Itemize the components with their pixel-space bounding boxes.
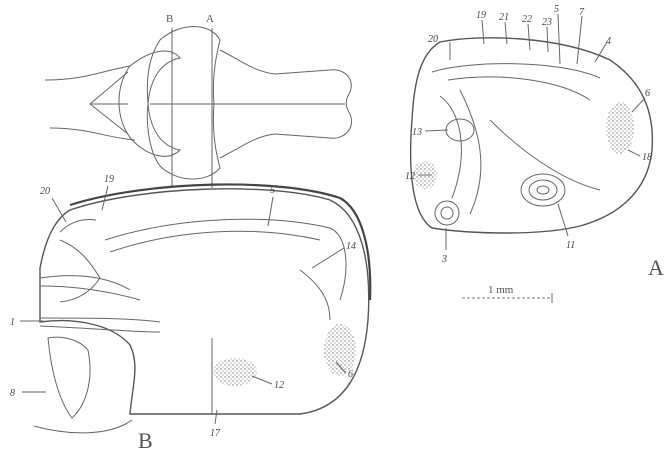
leader-a5 xyxy=(558,14,560,64)
leader-a19 xyxy=(482,20,484,44)
label-b-19: 19 xyxy=(104,174,114,185)
scale-bar-label: 1 mm xyxy=(488,284,514,296)
label-a-19: 19 xyxy=(476,10,486,21)
label-b-6: 6 xyxy=(348,369,353,380)
section-b-fiber-hook xyxy=(60,240,100,302)
leader-a13 xyxy=(425,130,448,131)
label-a-11: 11 xyxy=(566,240,575,251)
section-b-drawing: 19 20 5 14 1 6 8 12 17 B xyxy=(10,174,370,453)
section-a-inner-arc xyxy=(432,64,600,78)
section-b-fiber-14 xyxy=(300,270,330,320)
label-b-1: 1 xyxy=(10,317,15,328)
section-b-arc-2 xyxy=(110,231,320,252)
panel-b-letter: B xyxy=(138,428,153,453)
label-b-12: 12 xyxy=(274,380,284,391)
label-a-3: 3 xyxy=(441,254,447,265)
label-a-5: 5 xyxy=(554,4,559,15)
section-a-drawing: 19 21 22 23 5 7 4 6 20 13 12 18 3 11 1 m… xyxy=(405,4,664,303)
label-a-21: 21 xyxy=(499,12,509,23)
section-b-lobe-8 xyxy=(48,337,90,418)
leader-b14 xyxy=(312,248,344,268)
section-b-fiber-1 xyxy=(40,276,130,290)
nucleus-11-outer xyxy=(521,174,565,206)
brain-dorsal-view: B A xyxy=(45,13,352,188)
nucleus-3-inner xyxy=(441,207,453,219)
leader-b20 xyxy=(52,198,66,222)
leader-a18 xyxy=(628,150,640,156)
label-a-20: 20 xyxy=(428,34,438,45)
leader-b12 xyxy=(252,376,272,384)
nucleus-11-inner xyxy=(537,186,549,194)
label-a-18: 18 xyxy=(642,152,652,163)
label-a-13: 13 xyxy=(412,127,422,138)
section-b-fiber-2 xyxy=(40,286,140,300)
section-b-nucleus-12 xyxy=(213,358,257,386)
leader-b19 xyxy=(102,186,108,210)
leader-a7 xyxy=(577,16,582,64)
section-a-fiber-1 xyxy=(440,96,461,198)
section-b-label: B xyxy=(166,13,173,25)
panel-a-letter: A xyxy=(648,255,664,280)
leader-b5 xyxy=(268,197,273,226)
leader-a6 xyxy=(632,98,645,112)
leader-a22 xyxy=(528,24,530,50)
section-a-fiber-3 xyxy=(490,120,600,190)
nucleus-11-mid xyxy=(529,180,557,200)
leader-a21 xyxy=(505,22,507,44)
label-b-20: 20 xyxy=(40,186,50,197)
label-b-17: 17 xyxy=(210,428,221,439)
label-a-22: 22 xyxy=(522,14,532,25)
label-a-23: 23 xyxy=(542,17,552,28)
label-b-8: 8 xyxy=(10,388,15,399)
label-b-14: 14 xyxy=(346,241,356,252)
section-b-bottom-curve xyxy=(34,420,132,433)
section-a-inner-arc-2 xyxy=(448,77,590,100)
leader-a11 xyxy=(558,204,568,236)
label-b-5: 5 xyxy=(270,185,275,196)
section-a-label: A xyxy=(206,13,214,25)
leader-b17 xyxy=(215,410,217,424)
nucleus-3-outer xyxy=(435,201,459,225)
label-a-6: 6 xyxy=(645,88,650,99)
nucleus-6-region xyxy=(606,102,634,154)
label-a-12: 12 xyxy=(405,171,415,182)
label-a-7: 7 xyxy=(579,7,585,18)
section-a-fiber-2 xyxy=(460,90,481,214)
leader-a23 xyxy=(547,27,548,52)
label-a-4: 4 xyxy=(606,36,611,47)
nerve-line-upper xyxy=(45,66,130,80)
